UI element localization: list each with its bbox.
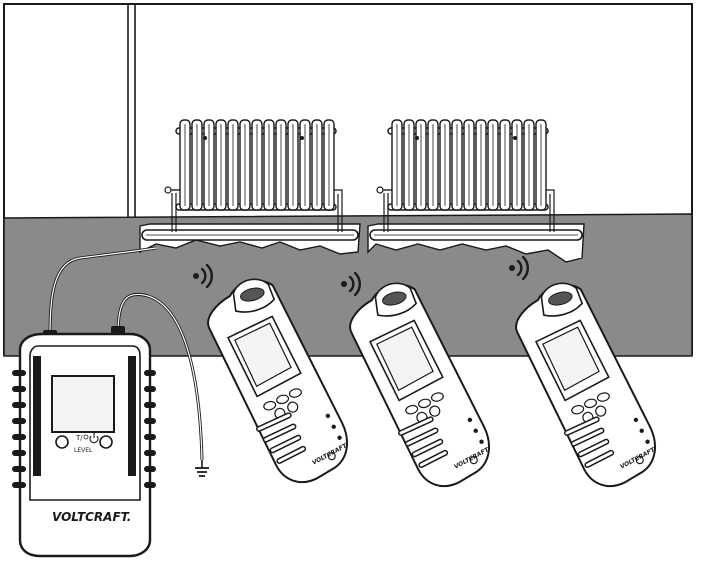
floor-opening-right	[367, 223, 585, 263]
svg-text:T/: T/	[75, 434, 83, 442]
transmitter-screen	[51, 375, 115, 433]
ground-symbol-icon	[195, 460, 209, 477]
level-button[interactable]	[55, 435, 69, 449]
signal-level-icon: T/	[75, 434, 89, 442]
transmitter-brand-logo: VOLTCRAFT.	[52, 510, 131, 524]
radiator-icon	[376, 119, 555, 232]
power-icon	[89, 433, 99, 444]
transmitter-device: T/ LEVEL VOLTCRAFT.	[12, 326, 156, 558]
floor-opening-left	[139, 223, 361, 255]
level-label: LEVEL	[74, 447, 93, 454]
power-button[interactable]	[99, 435, 113, 449]
radiator-icon	[164, 119, 343, 232]
